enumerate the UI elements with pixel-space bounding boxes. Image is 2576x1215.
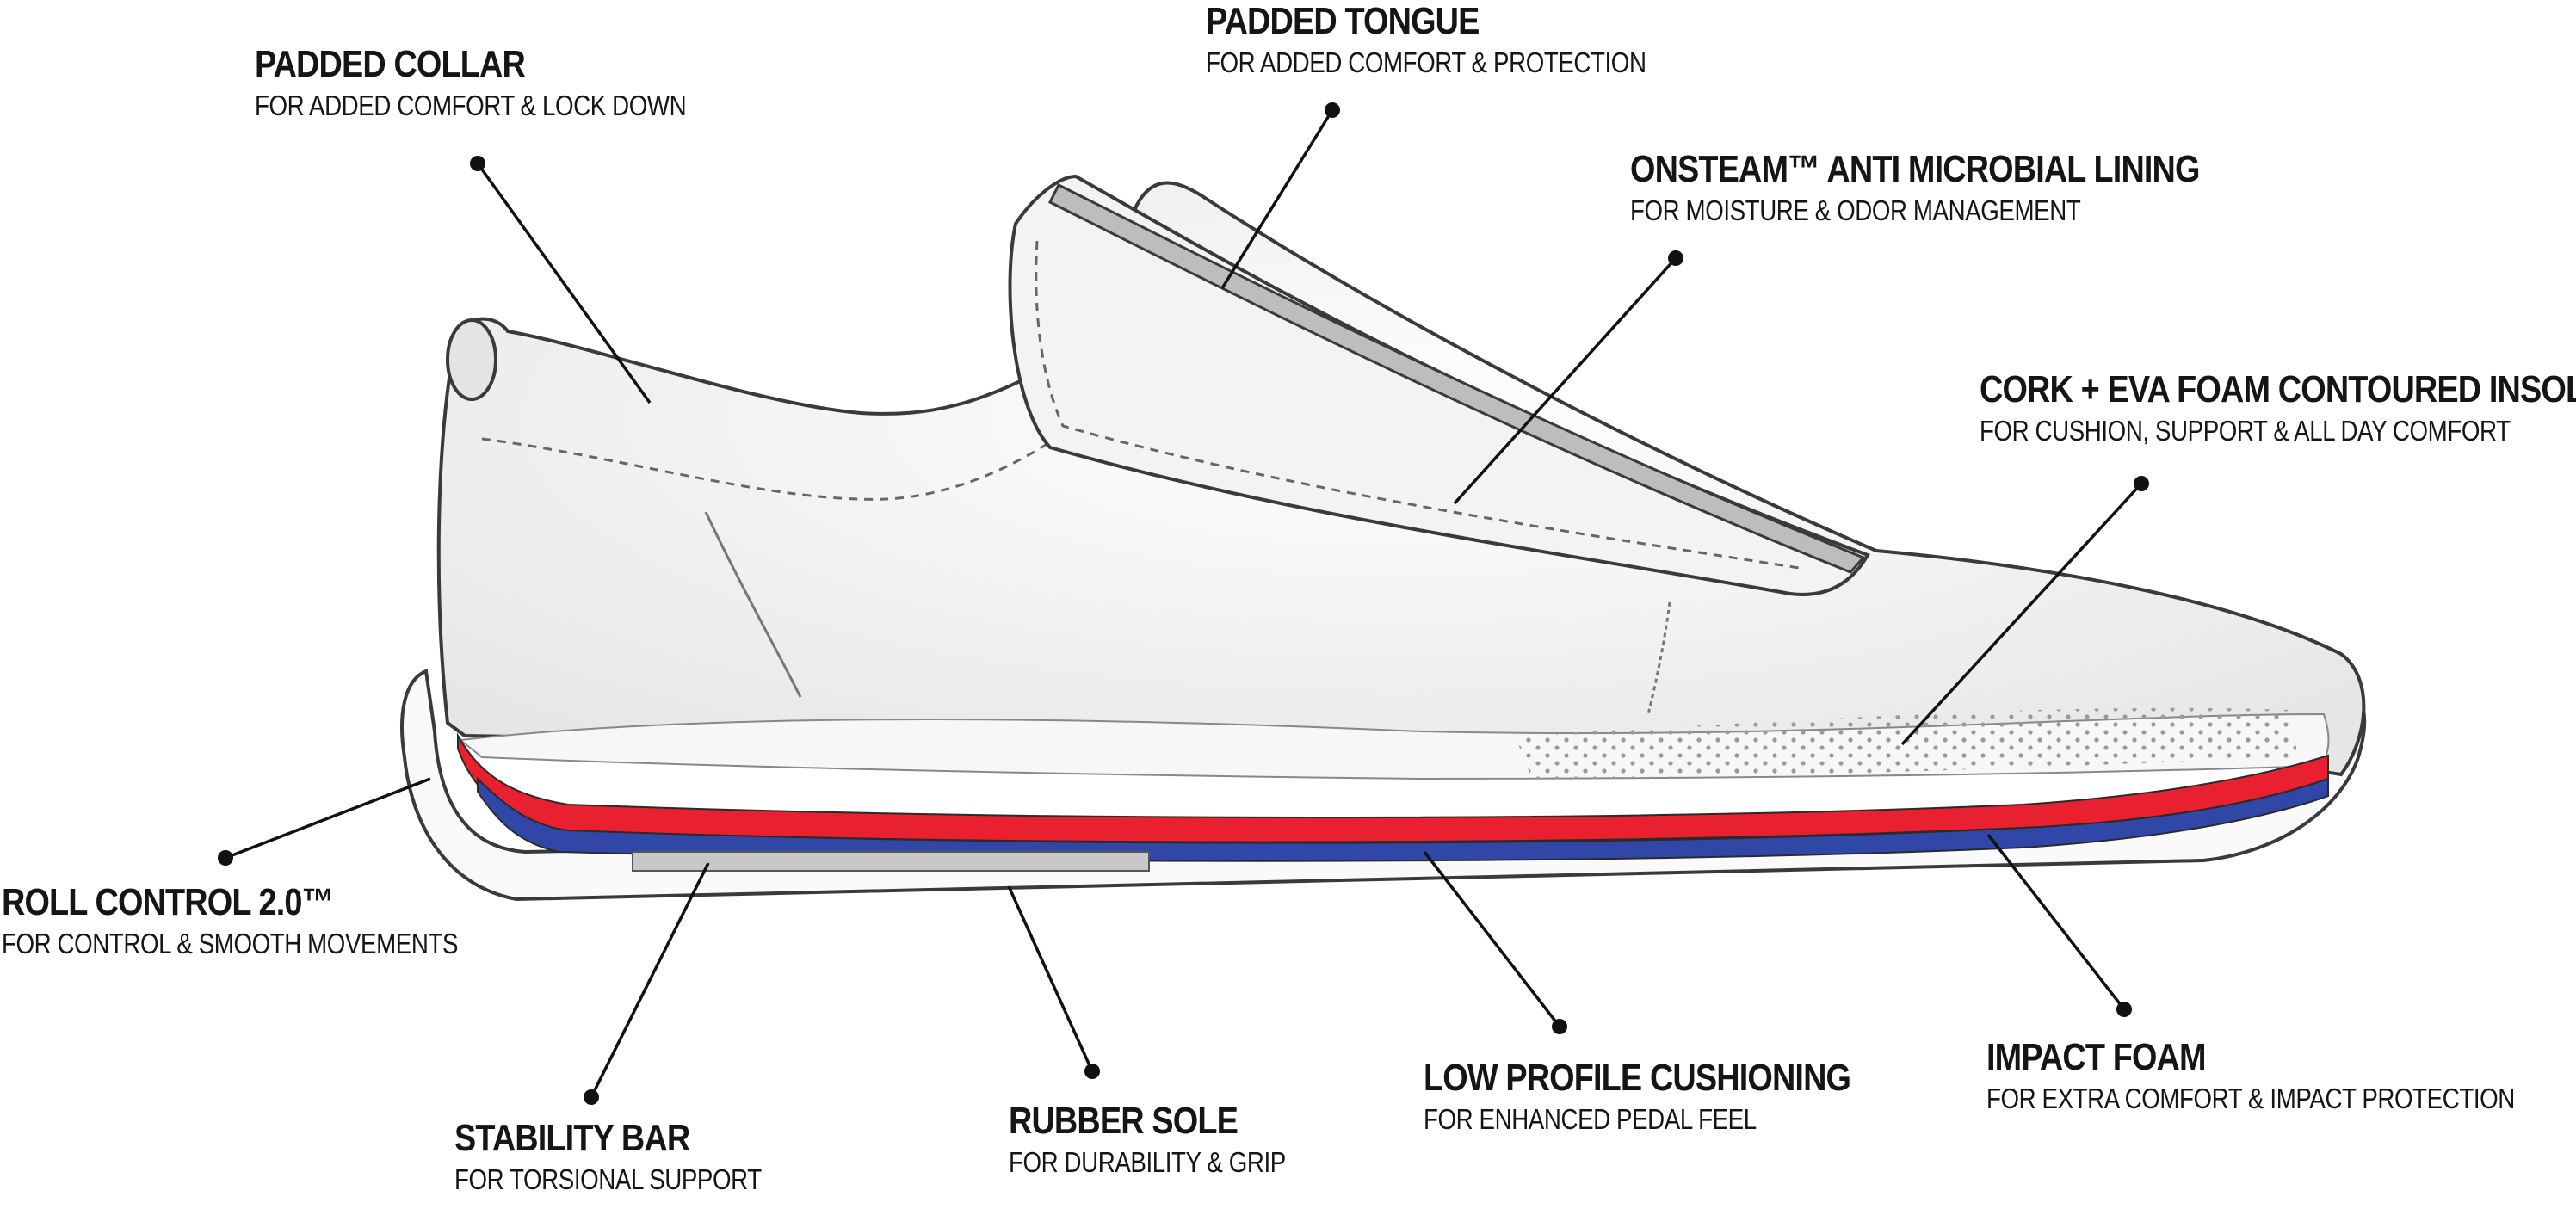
callout-title: CORK + EVA FOAM CONTOURED INSOLE [1980, 368, 2576, 410]
callout-subtitle: FOR EXTRA COMFORT & IMPACT PROTECTION [1986, 1082, 2515, 1115]
callout-subtitle: FOR ADDED COMFORT & PROTECTION [1206, 46, 1646, 79]
heel-seam [704, 511, 802, 698]
callout-title: PADDED COLLAR [255, 43, 526, 85]
leader-rubber-sole [1007, 885, 1100, 1079]
stability-bar-shape [632, 851, 1150, 872]
callout-cork-insole: CORK + EVA FOAM CONTOURED INSOLE FOR CUS… [1980, 368, 2576, 447]
callout-subtitle: FOR ADDED COMFORT & LOCK DOWN [255, 89, 687, 122]
callout-padded-tongue: PADDED TONGUE FOR ADDED COMFORT & PROTEC… [1206, 0, 1730, 79]
callout-subtitle: FOR CUSHION, SUPPORT & ALL DAY COMFORT [1980, 415, 2511, 447]
leader-padded-collar [470, 156, 652, 404]
callout-title: ROLL CONTROL 2.0™ [2, 881, 334, 923]
callout-title: IMPACT FOAM [1986, 1036, 2207, 1078]
callout-title: PADDED TONGUE [1206, 0, 1480, 42]
leader-stability-bar [584, 862, 710, 1105]
collar-opening [446, 318, 497, 401]
callout-rubber-sole: RUBBER SOLE FOR DURABILITY & GRIP [1009, 1101, 1338, 1178]
callout-padded-collar: PADDED COLLAR FOR ADDED COMFORT & LOCK D… [255, 43, 769, 122]
callout-subtitle: FOR DURABILITY & GRIP [1009, 1146, 1286, 1179]
side-stitching [1646, 601, 1671, 715]
tongue-stitching [1035, 240, 1800, 570]
callout-roll-control: ROLL CONTROL 2.0™ FOR CONTROL & SMOOTH M… [2, 881, 545, 960]
callout-title: STABILITY BAR [454, 1117, 690, 1159]
callout-subtitle: FOR TORSIONAL SUPPORT [454, 1163, 762, 1196]
leader-padded-tongue [1220, 102, 1340, 289]
callout-title: ONSTEAM™ ANTI MICROBIAL LINING [1630, 148, 2200, 190]
leader-impact-foam [1986, 833, 2132, 1017]
callout-subtitle: FOR MOISTURE & ODOR MANAGEMENT [1630, 194, 2081, 227]
callout-onsteam-lining: ONSTEAM™ ANTI MICROBIAL LINING FOR MOIST… [1630, 148, 2292, 227]
leader-roll-control [218, 777, 431, 866]
callout-title: RUBBER SOLE [1009, 1100, 1239, 1142]
insole-perforations [1515, 707, 2298, 779]
callout-subtitle: FOR ENHANCED PEDAL FEEL [1424, 1103, 1757, 1136]
leader-cork-insole [1900, 476, 2149, 746]
callout-stability-bar: STABILITY BAR FOR TORSIONAL SUPPORT [454, 1117, 820, 1196]
callout-title: LOW PROFILE CUSHIONING [1424, 1057, 1851, 1099]
callout-low-profile-cushioning: LOW PROFILE CUSHIONING FOR ENHANCED PEDA… [1424, 1058, 1920, 1135]
callout-subtitle: FOR CONTROL & SMOOTH MOVEMENTS [2, 928, 459, 960]
leader-low-profile-cushioning [1423, 850, 1567, 1034]
callout-impact-foam: IMPACT FOAM FOR EXTRA COMFORT & IMPACT P… [1986, 1036, 2576, 1115]
leader-onsteam-lining [1453, 250, 1683, 505]
